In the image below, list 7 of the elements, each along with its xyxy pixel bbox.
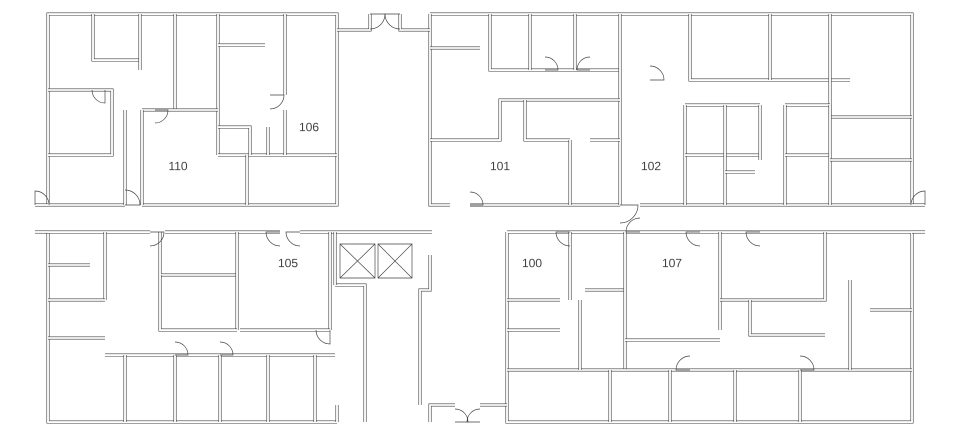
room-number: 106 bbox=[300, 122, 318, 132]
room-number: 110 bbox=[169, 162, 188, 170]
room-number: 100 bbox=[522, 258, 542, 268]
room-number: 107 bbox=[662, 258, 682, 268]
room-number: 101 bbox=[490, 162, 510, 170]
room-number: 102 bbox=[642, 162, 660, 170]
room-number: 105 bbox=[278, 258, 298, 268]
